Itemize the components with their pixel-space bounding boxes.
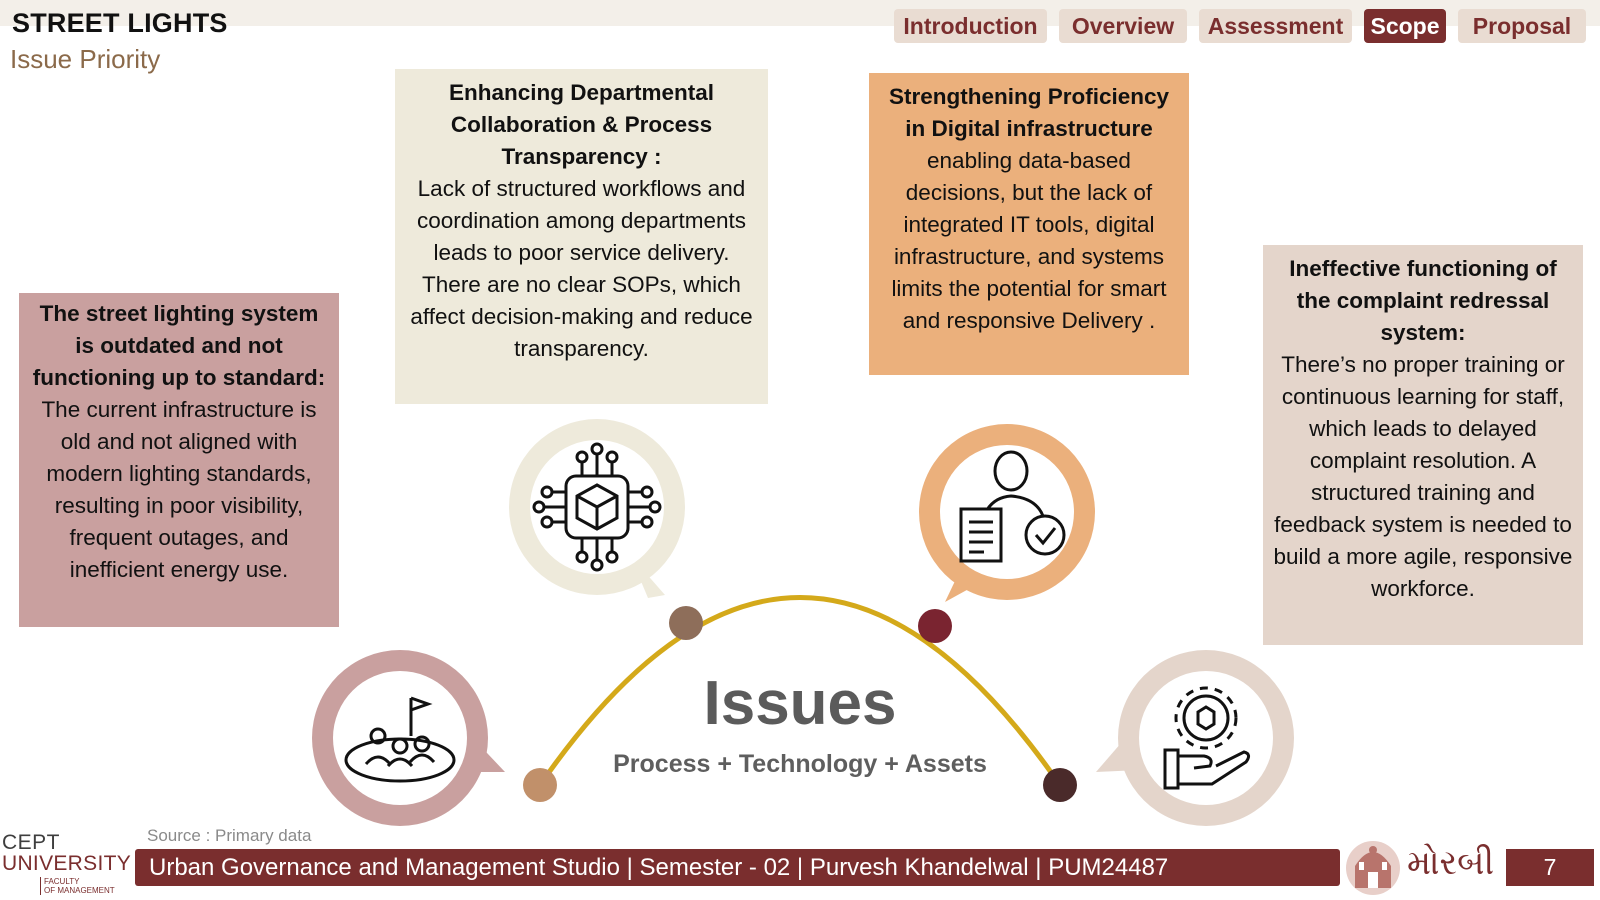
footer-bar: Urban Governance and Management Studio |… bbox=[135, 849, 1340, 886]
tab-overview[interactable]: Overview bbox=[1059, 9, 1187, 43]
footer-text: Urban Governance and Management Studio |… bbox=[149, 853, 1169, 881]
card-heading: Strengthening Proficiency in Digital inf… bbox=[888, 84, 1170, 141]
tab-introduction[interactable]: Introduction bbox=[894, 9, 1047, 43]
arc-node-mid-right bbox=[918, 609, 952, 643]
page-title: STREET LIGHTS bbox=[12, 8, 228, 38]
university-logo-line2: UNIVERSITY bbox=[2, 852, 132, 875]
tab-scope[interactable]: Scope bbox=[1364, 9, 1446, 43]
source-note: Source : Primary data bbox=[147, 826, 312, 845]
issue-card-collaboration: Enhancing Departmental Collaboration & P… bbox=[395, 69, 768, 404]
card-body: Lack of structured workflows and coordin… bbox=[410, 176, 753, 361]
arc-node-right bbox=[1043, 768, 1077, 802]
arc-node-mid-left bbox=[669, 606, 703, 640]
city-name: મોરબી bbox=[1407, 843, 1495, 883]
card-heading: Ineffective functioning of the complaint… bbox=[1289, 256, 1557, 345]
card-body: There’s no proper training or continuous… bbox=[1273, 352, 1573, 601]
network-cube-icon bbox=[509, 419, 685, 598]
page-subtitle: Issue Priority bbox=[10, 44, 161, 74]
hand-gear-icon bbox=[1096, 650, 1294, 826]
page-number: 7 bbox=[1506, 849, 1594, 886]
center-title: Issues bbox=[703, 669, 897, 738]
center-subtitle: Process + Technology + Assets bbox=[613, 750, 987, 778]
tab-assessment[interactable]: Assessment bbox=[1199, 9, 1352, 43]
faculty-line1: FACULTY bbox=[44, 877, 80, 886]
card-heading: The street lighting system is outdated a… bbox=[32, 301, 326, 390]
user-document-check-icon bbox=[919, 424, 1095, 602]
issue-card-complaint: Ineffective functioning of the complaint… bbox=[1263, 245, 1583, 645]
university-logo-line1: CEPT bbox=[2, 831, 61, 854]
tab-proposal[interactable]: Proposal bbox=[1458, 9, 1586, 43]
university-logo-faculty: FACULTY OF MANAGEMENT bbox=[40, 877, 115, 895]
faculty-line2: OF MANAGEMENT bbox=[44, 886, 115, 895]
card-heading: Enhancing Departmental Collaboration & P… bbox=[448, 80, 715, 169]
arc-node-left bbox=[523, 768, 557, 802]
team-goal-icon bbox=[312, 650, 505, 826]
issue-card-street-lighting: The street lighting system is outdated a… bbox=[19, 293, 339, 627]
issues-arc bbox=[537, 595, 1063, 787]
card-body: enabling data-based decisions, but the l… bbox=[891, 148, 1167, 333]
card-body: The current infrastructure is old and no… bbox=[41, 397, 317, 582]
issue-card-digital: Strengthening Proficiency in Digital inf… bbox=[869, 73, 1189, 375]
